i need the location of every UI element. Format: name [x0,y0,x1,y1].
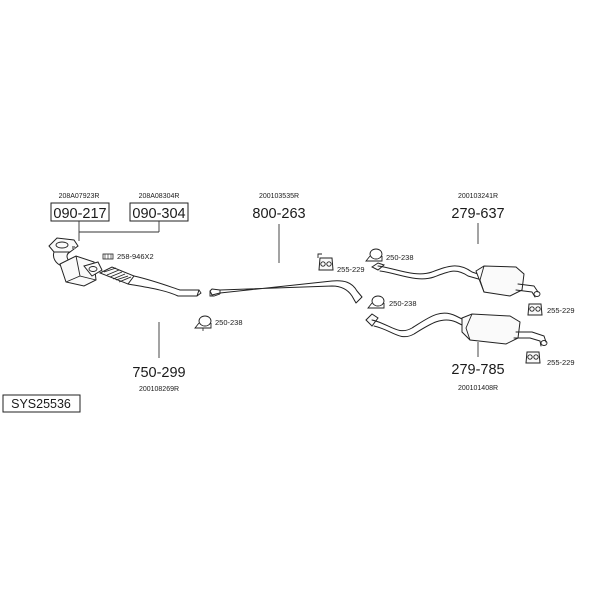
hanger-icon-mid [317,253,334,271]
hanger-mid-label: 255-229 [337,265,365,274]
clamp-front-label: 250-238 [215,318,243,327]
clamp-icon-front [194,315,212,331]
gasket-kit-icon [102,253,114,260]
part-number-cat2: 090-304 [132,206,185,222]
ref-mid: 200103535R [259,193,299,200]
middle-pipe [209,280,363,304]
hanger-icon-top-rear [527,303,543,316]
gasket-kit-label: 258-946X2 [117,252,154,261]
ref-rear-top: 200103241R [458,193,498,200]
system-id: SYS25536 [11,397,71,411]
part-number-rear-top: 279-637 [451,206,504,222]
ref-front: 200108269R [139,386,179,393]
clamp-icon-top [365,248,383,262]
clamp-bottom-label: 250-238 [389,299,417,308]
ref-rear-bot: 200101408R [458,385,498,392]
ref-cat2: 208A08304R [139,193,180,200]
hanger-icon-bottom-rear [525,351,541,364]
ref-cat1: 208A07923R [59,193,100,200]
rear-silencer-top [371,262,541,298]
clamp-icon-bottom [367,295,385,309]
hanger-bottom-rear-label: 255-229 [547,358,575,367]
catalytic-converter [48,237,103,287]
part-number-front: 750-299 [132,365,185,381]
system-id-box [2,394,81,413]
part-number-rear-bot: 279-785 [451,362,504,378]
rear-silencer-bottom [365,312,548,347]
part-number-mid: 800-263 [252,206,305,222]
front-pipe [98,266,202,297]
clamp-top-label: 250-238 [386,253,414,262]
part-number-cat1: 090-217 [53,206,106,222]
part-box-cat1 [50,202,110,222]
hanger-top-rear-label: 255-229 [547,306,575,315]
